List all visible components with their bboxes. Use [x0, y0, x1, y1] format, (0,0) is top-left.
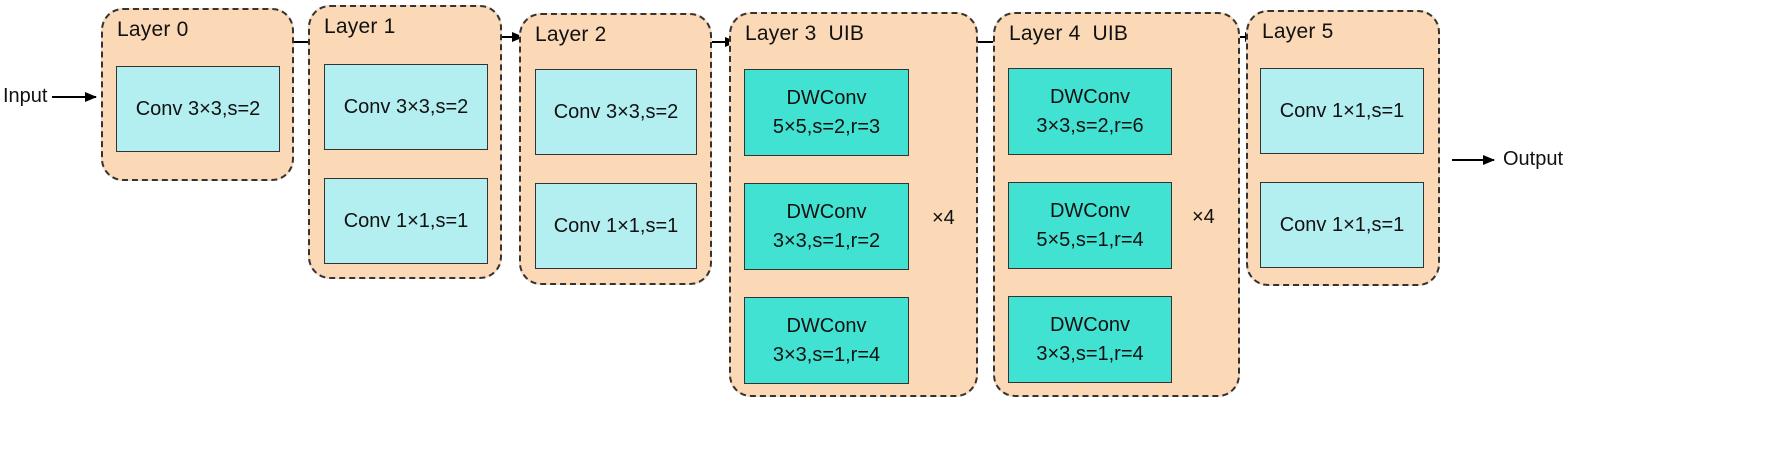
layer-0-title: Layer 0 — [117, 18, 189, 41]
layer-4-title: Layer 4 UIB — [1009, 22, 1129, 45]
layer-1-title: Layer 1 — [324, 15, 396, 38]
layer-5-title: Layer 5 — [1262, 20, 1334, 43]
block-text-line-2: 3×3,s=1,r=4 — [772, 343, 881, 366]
block-text-line-1: DWConv — [1049, 199, 1130, 222]
layer-1-block-0: Conv 3×3,s=2 — [324, 64, 488, 150]
layer-3-block-0: DWConv 5×5,s=2,r=3 — [744, 69, 909, 156]
layer-5-block-1: Conv 1×1,s=1 — [1260, 182, 1424, 268]
layer-4-block-0: DWConv 3×3,s=2,r=6 — [1008, 68, 1172, 155]
block-text-line-2: 5×5,s=2,r=3 — [772, 115, 881, 138]
output-label: Output — [1503, 148, 1564, 170]
block-text-line-1: DWConv — [1049, 85, 1130, 108]
layer-2-block-1: Conv 1×1,s=1 — [535, 183, 697, 269]
block-text-line-2: 3×3,s=2,r=6 — [1036, 114, 1144, 137]
layer-3-block-2: DWConv 3×3,s=1,r=4 — [744, 297, 909, 384]
block-text: Conv 3×3,s=2 — [135, 97, 261, 120]
layer-4-repeat-label: ×4 — [1192, 206, 1215, 228]
block-text: Conv 3×3,s=2 — [553, 100, 679, 123]
block-text-line-1: DWConv — [786, 200, 867, 223]
layer-0-block-0: Conv 3×3,s=2 — [116, 66, 280, 152]
block-text: Conv 1×1,s=1 — [1279, 213, 1405, 236]
block-text: Conv 1×1,s=1 — [343, 209, 469, 232]
layer-3-block-1: DWConv 3×3,s=1,r=2 — [744, 183, 909, 270]
block-text-line-2: 5×5,s=1,r=4 — [1036, 228, 1144, 251]
layer-3-repeat-label: ×4 — [932, 207, 955, 229]
layer-2-block-0: Conv 3×3,s=2 — [535, 69, 697, 155]
layer-5-block-0: Conv 1×1,s=1 — [1260, 68, 1424, 154]
block-text: Conv 1×1,s=1 — [553, 214, 679, 237]
block-text-line-1: DWConv — [786, 314, 867, 337]
block-text: Conv 3×3,s=2 — [343, 95, 469, 118]
layer-1-block-1: Conv 1×1,s=1 — [324, 178, 488, 264]
layer-2-title: Layer 2 — [535, 23, 607, 46]
layer-3-title: Layer 3 UIB — [745, 22, 865, 45]
block-text-line-1: DWConv — [786, 86, 867, 109]
input-label: Input — [3, 85, 48, 107]
block-text: Conv 1×1,s=1 — [1279, 99, 1405, 122]
layer-4-block-2: DWConv 3×3,s=1,r=4 — [1008, 296, 1172, 383]
block-text-line-2: 3×3,s=1,r=2 — [772, 229, 881, 252]
layer-4-block-1: DWConv 5×5,s=1,r=4 — [1008, 182, 1172, 269]
block-text-line-2: 3×3,s=1,r=4 — [1036, 342, 1144, 365]
block-text-line-1: DWConv — [1049, 313, 1130, 336]
